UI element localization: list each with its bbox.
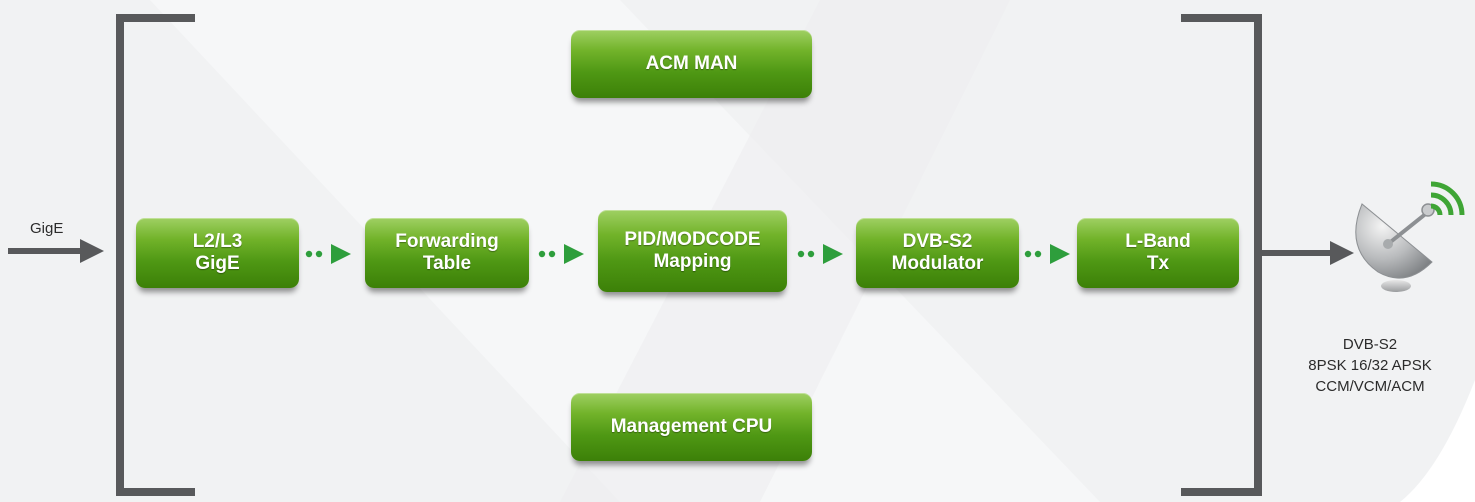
l-band-tx-line1: L-Band	[1125, 231, 1191, 252]
right-bracket-top	[1181, 14, 1262, 22]
acm-man-label: ACM MAN	[645, 53, 738, 74]
forwarding-table-line1: Forwarding	[395, 231, 499, 252]
dvb-s2-modulator-block: DVB-S2 Modulator	[856, 218, 1019, 288]
pid-modcode-mapping-line2: Mapping	[653, 251, 732, 272]
output-description: DVB-S2 8PSK 16/32 APSK CCM/VCM/ACM	[1270, 334, 1470, 397]
output-line-standard: DVB-S2	[1342, 336, 1398, 353]
acm-man-block: ACM MAN	[571, 30, 812, 98]
dotted-arrow-icon	[1024, 244, 1070, 264]
dvb-s2-modulator-line2: Modulator	[891, 253, 984, 274]
output-line-mode: CCM/VCM/ACM	[1315, 378, 1425, 395]
left-bracket-top	[116, 14, 195, 22]
l2l3-gige-block: L2/L3 GigE	[136, 218, 299, 288]
dotted-arrow-icon	[538, 244, 584, 264]
satellite-dish-icon	[1355, 203, 1435, 292]
dvb-s2-modulator-line1: DVB-S2	[902, 231, 973, 252]
dotted-arrow-icon	[305, 244, 351, 264]
l-band-tx-line2: Tx	[1146, 253, 1170, 274]
forwarding-table-line2: Table	[422, 253, 472, 274]
dotted-arrow-icon	[797, 244, 843, 264]
right-bracket-vertical	[1254, 14, 1262, 496]
left-bracket-vertical	[116, 14, 124, 496]
management-cpu-label: Management CPU	[610, 416, 773, 437]
l-band-tx-block: L-Band Tx	[1077, 218, 1239, 288]
input-label: GigE	[30, 220, 64, 237]
right-bracket-bottom	[1181, 488, 1262, 496]
pid-modcode-mapping-line1: PID/MODCODE	[624, 229, 761, 250]
output-line-modulation: 8PSK 16/32 APSK	[1308, 357, 1432, 374]
forwarding-table-block: Forwarding Table	[365, 218, 529, 288]
l2l3-gige-line1: L2/L3	[192, 231, 243, 252]
l2l3-gige-line2: GigE	[195, 253, 240, 274]
output-arrow-icon	[1262, 241, 1354, 265]
management-cpu-block: Management CPU	[571, 393, 812, 461]
pid-modcode-mapping-block: PID/MODCODE Mapping	[598, 210, 787, 292]
input-arrow-icon	[8, 239, 104, 263]
signal-waves-icon	[1430, 181, 1465, 216]
left-bracket-bottom	[116, 488, 195, 496]
